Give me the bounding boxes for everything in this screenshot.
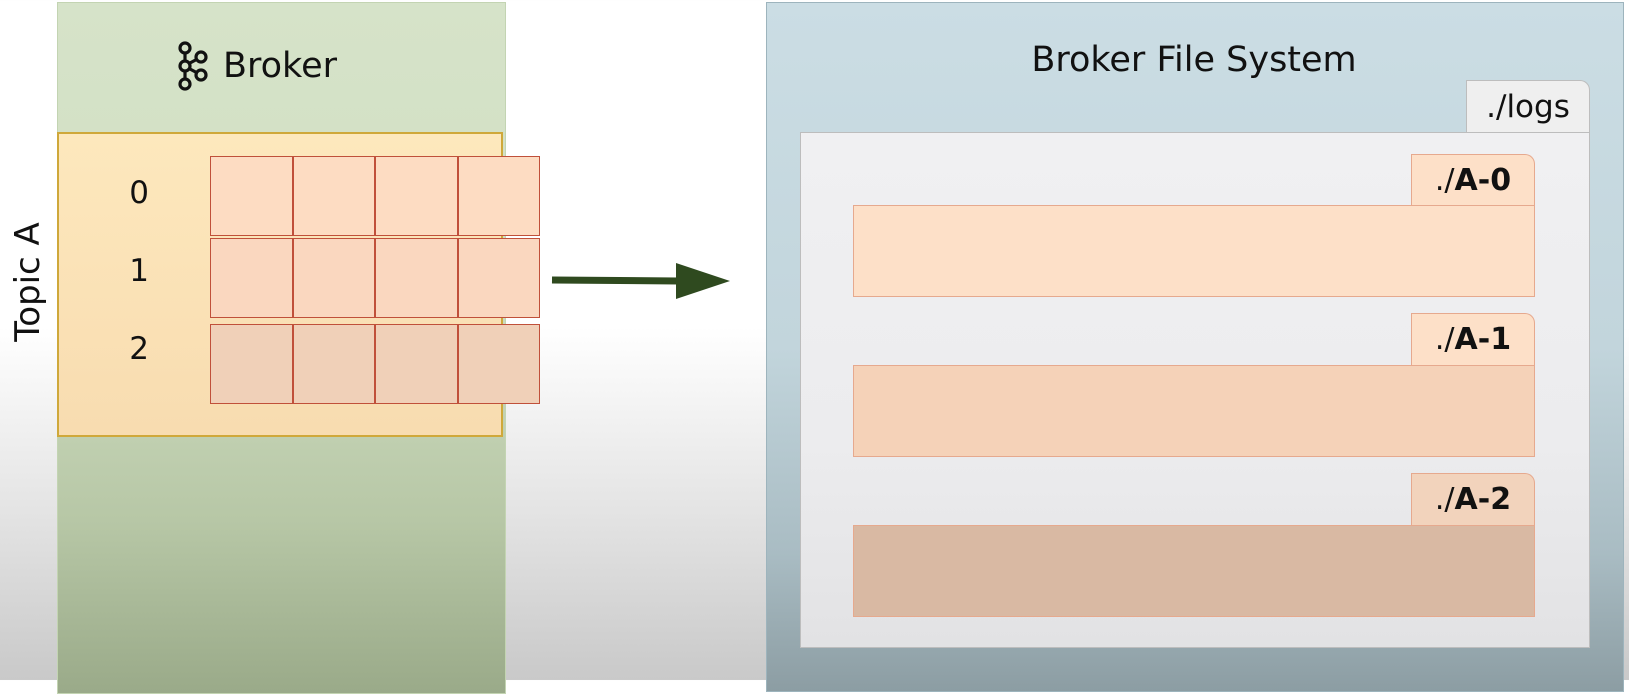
broker-header: Broker xyxy=(175,41,337,91)
partition-folder-tab: ./A-1 xyxy=(1411,313,1535,365)
kafka-icon xyxy=(178,41,208,91)
segment-cell xyxy=(211,239,294,317)
folder-name: A-1 xyxy=(1454,322,1512,357)
segment-cell xyxy=(376,157,459,235)
segment-cell xyxy=(458,239,539,317)
segment-cell xyxy=(211,325,294,403)
segment-cell xyxy=(293,157,376,235)
partition-id: 1 xyxy=(129,253,149,289)
broker-title: Broker xyxy=(223,46,337,86)
segment-cell xyxy=(293,239,376,317)
partition-folder-tab: ./A-2 xyxy=(1411,473,1535,525)
folder-prefix: ./ xyxy=(1434,163,1455,198)
partition-segments xyxy=(210,156,540,236)
folder-name: A-2 xyxy=(1454,482,1512,517)
segment-cell xyxy=(293,325,376,403)
topic-label: Topic A xyxy=(8,222,48,342)
right-arrow-icon xyxy=(551,263,730,299)
folder-name: A-0 xyxy=(1454,163,1512,198)
partition-segments xyxy=(210,238,540,318)
segment-cell xyxy=(458,157,539,235)
partition-id: 2 xyxy=(129,331,149,367)
segment-cell xyxy=(376,325,459,403)
file-system-title: Broker File System xyxy=(1031,40,1357,80)
partition-id: 0 xyxy=(129,175,149,211)
segment-cell xyxy=(211,157,294,235)
topic-box: 0 1 2 xyxy=(57,132,540,437)
partition-folder-tab: ./A-0 xyxy=(1411,154,1535,206)
segment-cell xyxy=(376,239,459,317)
partition-folder xyxy=(853,205,1535,297)
partition-row: 0 xyxy=(59,156,540,238)
logs-folder-tab: ./logs xyxy=(1466,80,1590,132)
partition-segments xyxy=(210,324,540,404)
partition-row: 2 xyxy=(59,324,540,406)
partition-row: 1 xyxy=(59,238,540,320)
folder-prefix: ./ xyxy=(1434,322,1455,357)
partition-folder xyxy=(853,365,1535,457)
folder-prefix: ./ xyxy=(1434,482,1455,517)
segment-cell xyxy=(458,325,539,403)
partition-folder xyxy=(853,525,1535,617)
